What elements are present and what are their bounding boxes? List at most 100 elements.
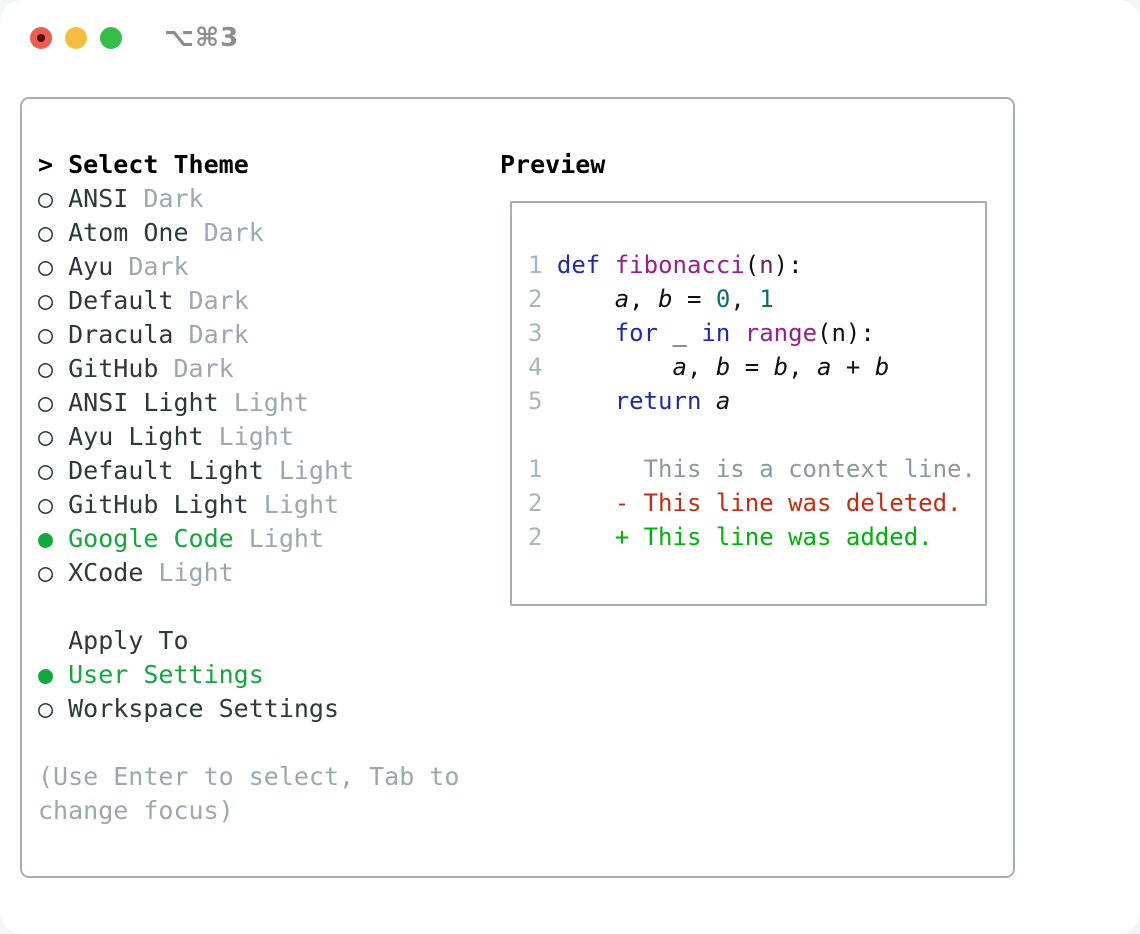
theme-name: Atom One — [53, 218, 189, 247]
radio-icon: ○ — [38, 422, 54, 451]
theme-variant-label: Dark — [173, 286, 249, 315]
code-token-plain: + — [831, 353, 875, 381]
radio-icon: ○ — [38, 388, 54, 417]
theme-option[interactable]: ○ Default Light Light — [38, 454, 354, 488]
code-token-context: This is a context line. — [556, 455, 976, 483]
apply-target-option[interactable]: ○ Workspace Settings — [38, 692, 339, 726]
code-token-plain — [701, 387, 715, 415]
code-token-plain — [557, 285, 615, 313]
theme-option[interactable]: ● Google Code Light — [38, 522, 354, 556]
theme-name: GitHub — [53, 354, 159, 383]
theme-variant-label: Light — [143, 558, 234, 587]
selection-prompt-icon: > — [38, 150, 54, 179]
code-token-variable: b — [658, 285, 673, 313]
line-number: 2 — [528, 285, 557, 313]
diff-line: 2 - This line was deleted. — [528, 486, 976, 520]
apply-target-option[interactable]: ● User Settings — [38, 658, 339, 692]
code-token-deleted: - This line was deleted. — [614, 489, 962, 517]
line-number: 2 — [528, 489, 557, 517]
radio-icon: ○ — [38, 558, 54, 587]
theme-variant-label: Light — [203, 422, 294, 451]
line-number: 2 — [528, 523, 557, 551]
theme-list: > Select Theme ○ ANSI Dark○ Atom One Dar… — [38, 148, 354, 590]
theme-variant-label: Dark — [188, 218, 264, 247]
line-number: 1 — [528, 455, 557, 483]
apply-to-section: Apply To ● User Settings○ Workspace Sett… — [38, 624, 339, 726]
code-line: 2 a, b = 0, 1 — [528, 282, 976, 316]
code-token-variable: a — [715, 387, 731, 415]
code-token-variable: b — [773, 353, 789, 381]
theme-option[interactable]: ○ Ayu Light Light — [38, 420, 354, 454]
diff-line: 2 + This line was added. — [528, 520, 976, 554]
code-line: 1 def fibonacci(n): — [528, 248, 976, 282]
radio-icon: ○ — [38, 354, 54, 383]
code-token-variable: a — [817, 353, 832, 381]
close-button[interactable] — [30, 27, 52, 49]
select-theme-title: Select Theme — [68, 150, 249, 179]
code-token-function: fibonacci — [614, 251, 745, 279]
radio-icon: ○ — [38, 456, 54, 485]
code-token-variable: a — [672, 353, 687, 381]
theme-option[interactable]: ○ ANSI Dark — [38, 182, 354, 216]
theme-option[interactable]: ○ Default Dark — [38, 284, 354, 318]
theme-option[interactable]: ○ Ayu Dark — [38, 250, 354, 284]
help-text-line1: (Use Enter to select, Tab to — [38, 762, 460, 791]
theme-option[interactable]: ○ GitHub Dark — [38, 352, 354, 386]
select-theme-header: > Select Theme — [38, 148, 354, 182]
theme-name: Ayu Light — [53, 422, 204, 451]
theme-variant-label: Light — [263, 456, 355, 485]
code-token-plain: (n): — [817, 319, 875, 347]
unsaved-dot-icon — [37, 34, 45, 42]
code-token-plain — [557, 489, 615, 517]
code-token-plain — [600, 251, 614, 279]
code-token-plain — [557, 319, 615, 347]
line-number: 3 — [528, 319, 557, 347]
diff-line: 1 This is a context line. — [528, 452, 976, 486]
code-token-plain: _ — [658, 319, 702, 347]
theme-name: Default Light — [53, 456, 264, 485]
code-token-function: range — [744, 319, 818, 347]
radio-icon: ○ — [38, 184, 54, 213]
radio-icon: ○ — [38, 286, 54, 315]
code-line: 3 for _ in range(n): — [528, 316, 976, 350]
radio-icon: ○ — [38, 218, 54, 247]
code-token-plain — [557, 353, 673, 381]
theme-option[interactable]: ○ GitHub Light Light — [38, 488, 354, 522]
code-token-plain: = — [730, 353, 774, 381]
code-token-keyword: for — [614, 319, 659, 347]
code-token-plain — [730, 319, 744, 347]
theme-option[interactable]: ○ ANSI Light Light — [38, 386, 354, 420]
code-token-param: n — [759, 251, 774, 279]
theme-variant-label: Light — [233, 524, 324, 553]
code-token-plain: ( — [744, 251, 760, 279]
theme-name: XCode — [53, 558, 144, 587]
theme-variant-label: Dark — [113, 252, 189, 281]
theme-name: Ayu — [53, 252, 114, 281]
minimize-button[interactable] — [65, 27, 87, 49]
theme-variant-label: Light — [248, 490, 340, 519]
theme-option[interactable]: ○ XCode Light — [38, 556, 354, 590]
preview-title: Preview — [500, 150, 606, 179]
code-token-variable: b — [715, 353, 731, 381]
code-token-variable: b — [874, 353, 890, 381]
theme-name: Default — [53, 286, 174, 315]
apply-target-name: Workspace Settings — [53, 694, 340, 723]
zoom-button[interactable] — [100, 27, 122, 49]
theme-name: GitHub Light — [53, 490, 249, 519]
code-token-plain — [557, 387, 615, 415]
radio-icon: ○ — [38, 490, 54, 519]
theme-selector-panel: > Select Theme ○ ANSI Dark○ Atom One Dar… — [20, 97, 1015, 878]
theme-variant-label: Dark — [158, 354, 234, 383]
code-token-keyword: in — [701, 319, 731, 347]
theme-option[interactable]: ○ Atom One Dark — [38, 216, 354, 250]
code-token-added: + This line was added. — [614, 523, 933, 551]
line-number: 5 — [528, 387, 557, 415]
code-line: 4 a, b = b, a + b — [528, 350, 976, 384]
theme-option[interactable]: ○ Dracula Dark — [38, 318, 354, 352]
radio-selected-icon: ● — [38, 524, 54, 553]
radio-selected-icon: ● — [38, 660, 54, 689]
theme-name: ANSI — [53, 184, 129, 213]
